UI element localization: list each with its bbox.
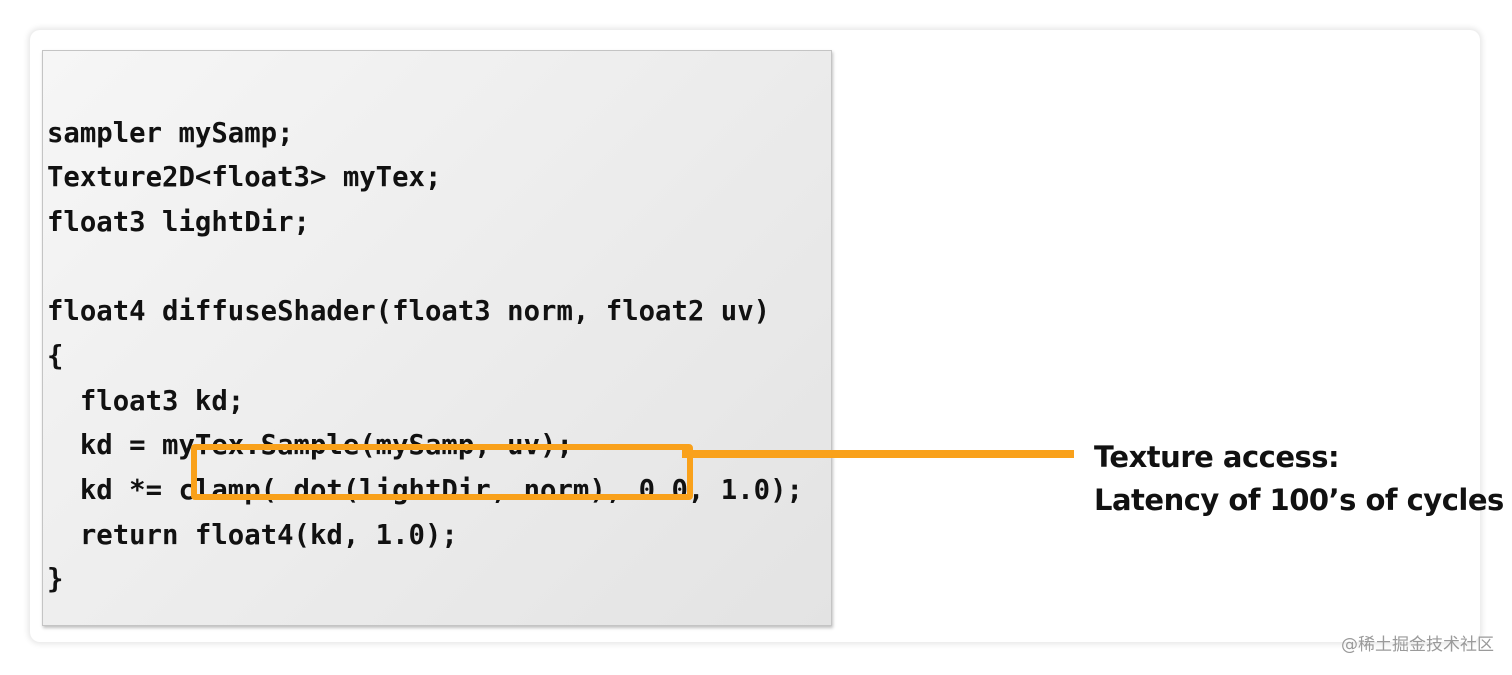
code-line-1: sampler mySamp; <box>47 118 294 149</box>
code-line-11: } <box>47 564 64 595</box>
texture-access-highlight <box>191 444 693 500</box>
code-line-9: kd *= clamp( dot(lightDir, norm), 0.0, 1… <box>47 475 803 506</box>
code-line-7: float3 kd; <box>47 386 245 417</box>
slide: sampler mySamp; Texture2D<float3> myTex;… <box>30 30 1504 642</box>
callout-detail: Latency of 100’s of cycles <box>1094 483 1504 517</box>
code-line-6: { <box>47 341 64 372</box>
watermark: @稀土掘金技术社区 <box>1341 635 1494 655</box>
code-panel: sampler mySamp; Texture2D<float3> myTex;… <box>42 50 832 626</box>
code-line-5: float4 diffuseShader(float3 norm, float2… <box>47 296 771 327</box>
callout-connector-line <box>682 450 1074 458</box>
code-line-2: Texture2D<float3> myTex; <box>47 162 442 193</box>
code-line-3: float3 lightDir; <box>47 207 310 238</box>
callout-title: Texture access: <box>1094 440 1340 474</box>
code-line-10: return float4(kd, 1.0); <box>47 520 458 551</box>
callout-text: Texture access: Latency of 100’s of cycl… <box>1094 436 1504 522</box>
